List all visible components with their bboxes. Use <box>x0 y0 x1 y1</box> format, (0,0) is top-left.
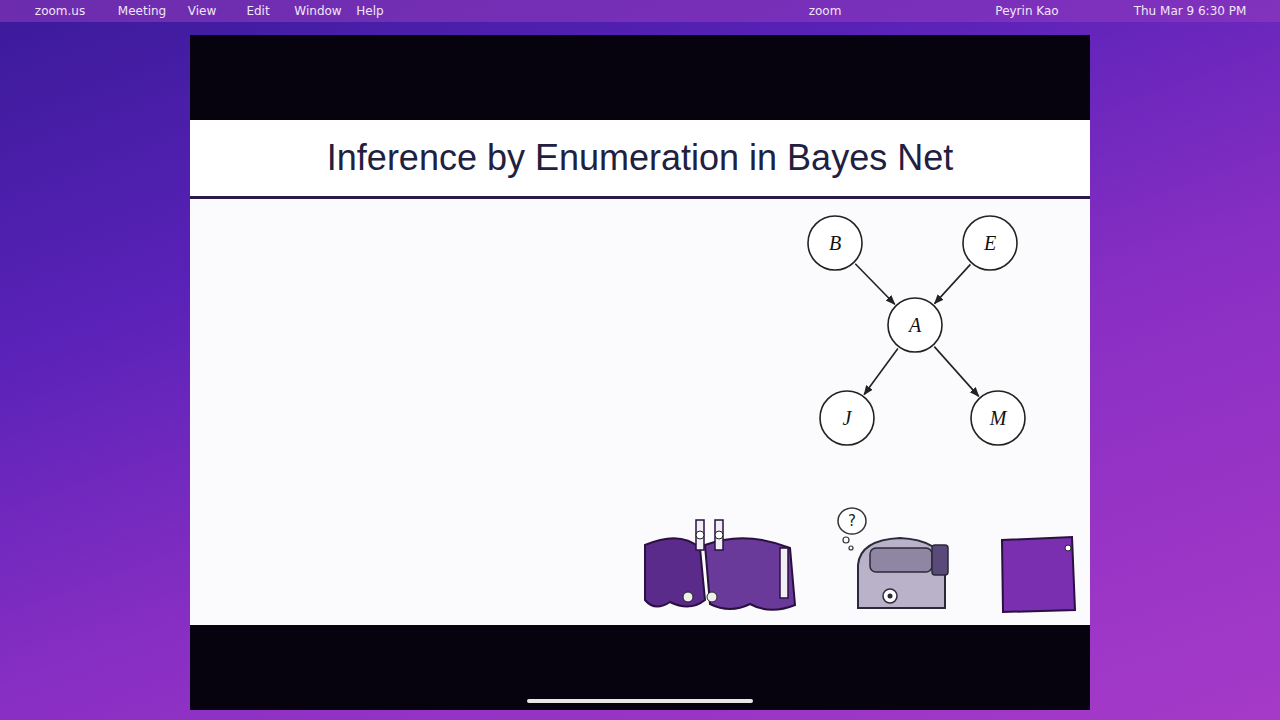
node-label: J <box>843 407 852 430</box>
home-indicator <box>527 699 753 703</box>
dependency-arrow <box>934 347 978 397</box>
slide-letterbox <box>190 35 1090 120</box>
menu-item: Meeting <box>118 4 166 18</box>
menu-item: Edit <box>246 4 269 18</box>
menu-item: zoom <box>809 4 842 18</box>
dependency-arrow <box>864 348 898 394</box>
dependency-arrow <box>855 264 894 304</box>
menu-item: Thu Mar 9 6:30 PM <box>1134 4 1247 18</box>
speech-mark: ? <box>848 512 856 530</box>
dependency-arrow <box>935 264 971 303</box>
slide-content <box>190 199 1090 625</box>
node-label: A <box>909 314 921 337</box>
variable-node: A <box>887 297 943 353</box>
node-label: M <box>990 407 1007 430</box>
variable-node: B <box>807 215 863 271</box>
slide-letterbox <box>190 625 1090 710</box>
variable-node: J <box>819 390 875 446</box>
node-label: E <box>984 232 996 255</box>
menu-item: Peyrin Kao <box>995 4 1058 18</box>
variable-node: M <box>970 390 1026 446</box>
menu-item: View <box>188 4 216 18</box>
slide-title: Inference by Enumeration in Bayes Net <box>327 137 953 179</box>
menu-item: Window <box>294 4 341 18</box>
node-label: B <box>829 232 841 255</box>
menu-item: Help <box>356 4 383 18</box>
variable-node: E <box>962 215 1018 271</box>
title-box: Inference by Enumeration in Bayes Net <box>190 120 1090 196</box>
menu-item: zoom.us <box>35 4 85 18</box>
